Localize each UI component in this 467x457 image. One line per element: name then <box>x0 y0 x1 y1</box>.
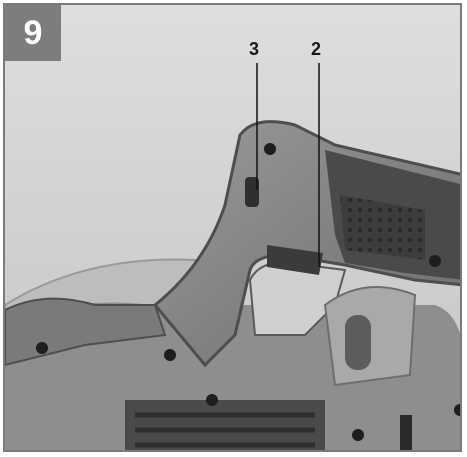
callout-label-2: 2 <box>311 39 322 59</box>
clamp-knob <box>400 415 412 450</box>
circular-saw-photo <box>5 5 460 450</box>
trigger <box>267 245 323 275</box>
switch-lever <box>245 177 259 207</box>
motor-vents <box>125 400 325 450</box>
callout-label-3: 3 <box>249 39 260 59</box>
figure-frame: 9 3 2 <box>3 3 462 452</box>
depth-slot <box>345 315 371 370</box>
screws <box>36 143 460 441</box>
grip-texture <box>340 195 425 260</box>
figure-number-badge: 9 <box>5 5 61 61</box>
